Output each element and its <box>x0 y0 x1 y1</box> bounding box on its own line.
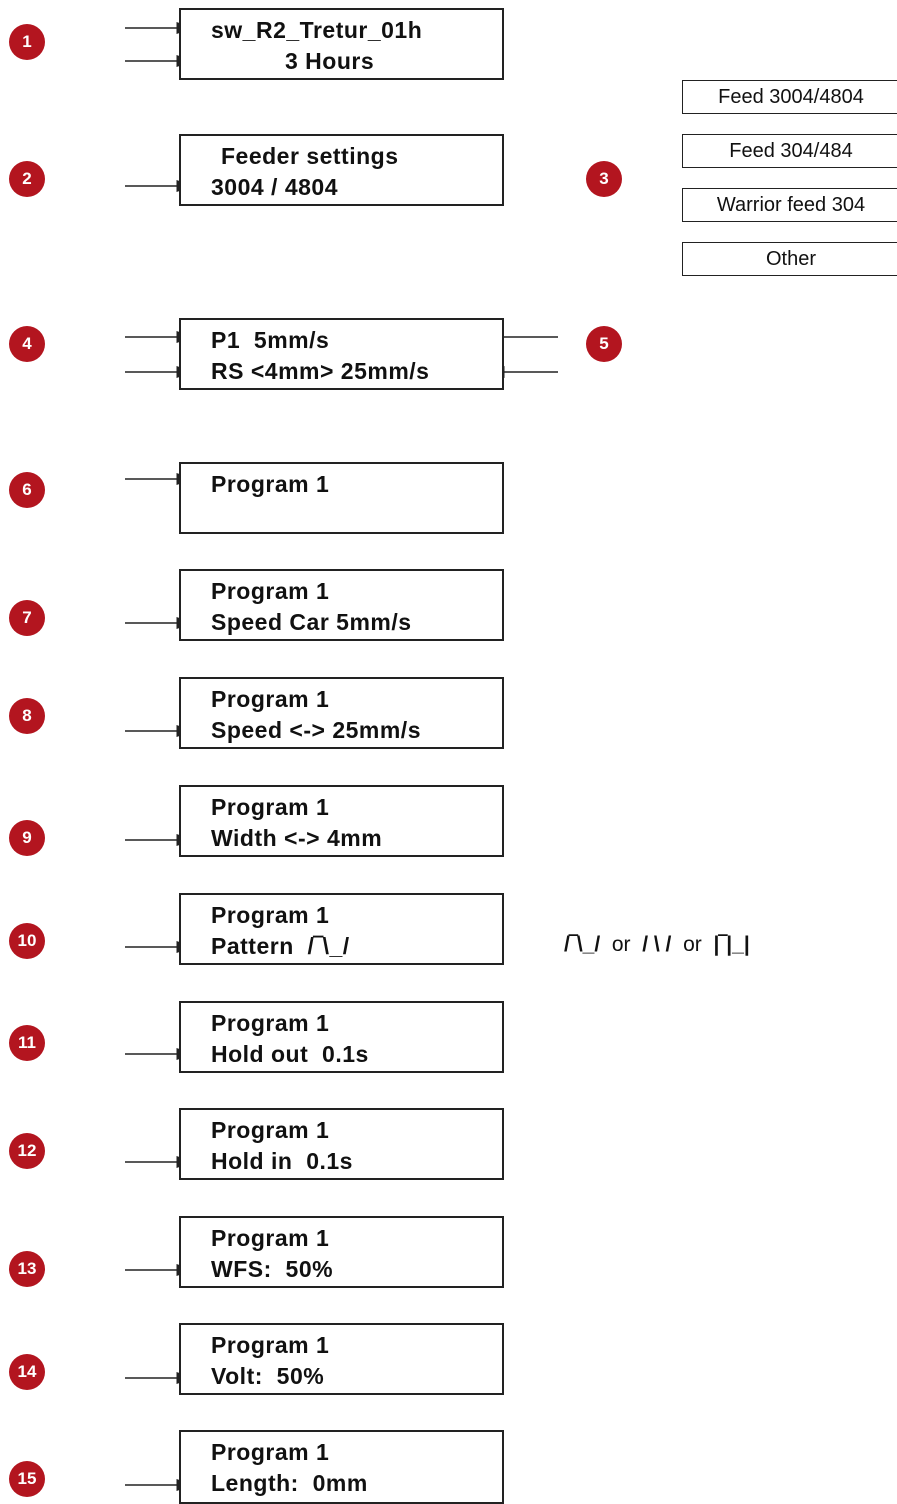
lcd-line-1: Program 1 <box>211 794 330 820</box>
step-badge-10: 10 <box>9 923 45 959</box>
step-badge-11: 11 <box>9 1025 45 1061</box>
step-badge-6: 6 <box>9 472 45 508</box>
lcd-line-1: Program 1 <box>211 1439 330 1465</box>
lcd-display-14: Program 1 Volt: 50% <box>179 1323 504 1395</box>
step-badge-3: 3 <box>586 161 622 197</box>
lcd-display-6: Program 1 <box>179 462 504 534</box>
step-badge-13: 13 <box>9 1251 45 1287</box>
step-badge-1: 1 <box>9 24 45 60</box>
lcd-line-1: Program 1 <box>211 1225 330 1251</box>
step-badge-2: 2 <box>9 161 45 197</box>
lcd-line-1: Program 1 <box>211 578 330 604</box>
lcd-line-2: Speed Car 5mm/s <box>211 609 412 635</box>
lcd-line-2: Speed <-> 25mm/s <box>211 717 421 743</box>
lcd-display-10: Program 1 Pattern /‾\_/ <box>179 893 504 965</box>
lcd-display-1: sw_R2_Tretur_01h 3 Hours <box>179 8 504 80</box>
lcd-line-1: P1 5mm/s <box>211 327 330 353</box>
lcd-line-2: Hold in 0.1s <box>211 1148 353 1174</box>
step-badge-5: 5 <box>586 326 622 362</box>
lcd-display-2: Feeder settings 3004 / 4804 <box>179 134 504 206</box>
or-text-1: or <box>611 933 631 956</box>
lcd-line-2: RS <4mm> 25mm/s <box>211 358 430 384</box>
lcd-line-1: Program 1 <box>211 1332 330 1358</box>
lcd-line-1: Program 1 <box>211 902 330 928</box>
step-badge-9: 9 <box>9 820 45 856</box>
lcd-line-2: Volt: 50% <box>211 1363 325 1389</box>
feeder-option-2: Warrior feed 304 <box>682 188 897 222</box>
feeder-option-1: Feed 304/484 <box>682 134 897 168</box>
lcd-line-1: Program 1 <box>211 471 330 497</box>
step-badge-12: 12 <box>9 1133 45 1169</box>
pattern-alternatives: /‾\_/ or / \ / or |‾|_| <box>564 933 750 957</box>
pattern-square: |‾|_| <box>713 933 750 956</box>
lcd-line-2: 3004 / 4804 <box>211 174 339 200</box>
step-badge-4: 4 <box>9 326 45 362</box>
lcd-line-2: Hold out 0.1s <box>211 1041 369 1067</box>
or-text-2: or <box>683 933 702 956</box>
lcd-line-2: WFS: 50% <box>211 1256 334 1282</box>
lcd-line-1: Program 1 <box>211 1117 330 1143</box>
lcd-line-1: Program 1 <box>211 686 330 712</box>
pattern-zigzag: / \ / <box>642 933 672 956</box>
lcd-line-2: 3 Hours <box>285 48 375 74</box>
lcd-display-4: P1 5mm/s RS <4mm> 25mm/s <box>179 318 504 390</box>
lcd-line-1: sw_R2_Tretur_01h <box>211 17 423 43</box>
lcd-display-9: Program 1 Width <-> 4mm <box>179 785 504 857</box>
lcd-line-1: Program 1 <box>211 1010 330 1036</box>
pattern-trapezoid: /‾\_/ <box>564 933 601 956</box>
step-badge-14: 14 <box>9 1354 45 1390</box>
lcd-display-8: Program 1 Speed <-> 25mm/s <box>179 677 504 749</box>
lcd-line-1: Feeder settings <box>221 143 399 169</box>
step-badge-8: 8 <box>9 698 45 734</box>
lcd-line-2: Pattern /‾\_/ <box>211 933 350 959</box>
lcd-line-2: Width <-> 4mm <box>211 825 383 851</box>
step-badge-7: 7 <box>9 600 45 636</box>
lcd-line-2: Length: 0mm <box>211 1470 368 1496</box>
feeder-option-3: Other <box>682 242 897 276</box>
lcd-display-15: Program 1 Length: 0mm <box>179 1430 504 1504</box>
step-badge-15: 15 <box>9 1461 45 1497</box>
lcd-display-12: Program 1 Hold in 0.1s <box>179 1108 504 1180</box>
lcd-display-7: Program 1 Speed Car 5mm/s <box>179 569 504 641</box>
lcd-display-11: Program 1 Hold out 0.1s <box>179 1001 504 1073</box>
feeder-option-0: Feed 3004/4804 <box>682 80 897 114</box>
lcd-display-13: Program 1 WFS: 50% <box>179 1216 504 1288</box>
